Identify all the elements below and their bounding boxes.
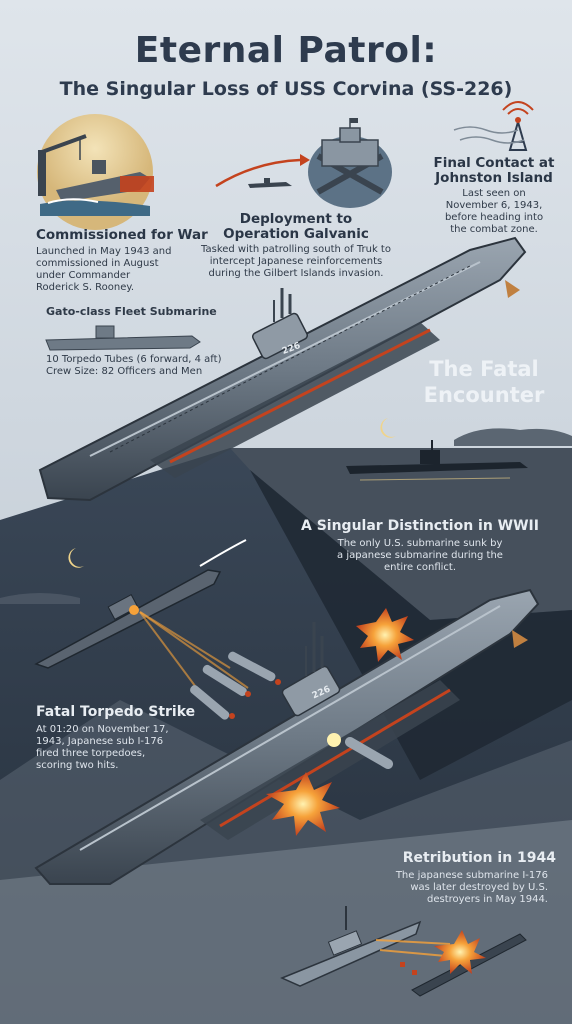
launch-submarine-tower — [92, 160, 106, 174]
crane-arm — [41, 134, 87, 154]
fortress-keep — [339, 127, 361, 143]
main-sub-conning-tower — [251, 312, 309, 360]
sinking-sub-hull — [34, 588, 540, 885]
retribution-scene — [280, 906, 527, 997]
launch-splash — [47, 198, 99, 204]
bottom-light-panel — [0, 820, 572, 1024]
distant-japanese-sub — [346, 440, 528, 481]
main-sub-red-trim — [169, 328, 431, 464]
attacker-hull — [34, 569, 222, 669]
sinking-submarine — [34, 588, 540, 885]
attacker-wake — [199, 539, 247, 567]
depth-charge-2 — [412, 970, 417, 975]
torpedo-3 — [190, 685, 230, 720]
night-horizon-band — [230, 448, 572, 620]
torpedo-1 — [228, 651, 276, 682]
small-submarine-icon — [248, 182, 292, 188]
us-destroyer-superstructure — [327, 930, 363, 956]
fortress-flag — [350, 118, 358, 123]
torpedo-2 — [202, 664, 247, 696]
dark-water-wedge — [250, 470, 572, 780]
page-subtitle: The Singular Loss of USS Corvina (SS-226… — [59, 78, 513, 100]
specs-heading: Gato-class Fleet Submarine — [46, 305, 217, 318]
main-submarine-cutaway — [38, 236, 527, 502]
final-contact-body: Last seen on November 6, 1943, before he… — [444, 188, 544, 235]
fatal-encounter-heading: The Fatal Encounter — [423, 357, 545, 407]
deployment-illustration — [215, 118, 392, 208]
radio-tower-icon — [453, 101, 534, 151]
explosion-stern — [266, 772, 340, 836]
retribution-heading: Retribution in 1944 — [402, 850, 556, 866]
torpedo-body: At 01:20 on November 17, 1943, Japanese … — [36, 724, 169, 771]
route-arrow-line — [215, 158, 301, 188]
small-submarine-tower — [264, 178, 270, 183]
main-sub-propeller — [505, 280, 520, 298]
night-island-silhouette — [454, 428, 572, 446]
retribution-explosion — [434, 930, 486, 974]
sinking-sub-red-trim — [219, 688, 451, 828]
torpedo-heading: Fatal Torpedo Strike — [36, 704, 196, 720]
page-title: Eternal Patrol: — [134, 30, 438, 71]
explosion-spark — [327, 733, 341, 747]
deployment-heading: Deployment to Operation Galvanic — [223, 211, 369, 242]
fortress-walls — [321, 139, 379, 167]
attacker-tower — [107, 594, 139, 620]
shipyard-illustration — [37, 114, 154, 230]
retribution-body: The japanese submarine I-176 was later d… — [395, 870, 548, 905]
us-destroyer-hull — [280, 920, 422, 987]
final-contact-heading: Final Contact at Johnston Island — [433, 155, 555, 186]
gato-silhouette-icon — [45, 325, 201, 351]
explosion-bow — [356, 608, 414, 662]
deployment-body: Tasked with patrolling south of Truk to … — [201, 244, 391, 279]
launch-water — [40, 200, 150, 216]
commissioned-heading: Commissioned for War — [36, 227, 208, 243]
depth-charge-trail-1 — [375, 939, 451, 945]
depth-charge-trail-2 — [379, 949, 447, 957]
distinction-heading: A Singular Distinction in WWII — [301, 518, 539, 534]
incoming-torpedo — [344, 737, 394, 769]
shipyard-building — [120, 176, 154, 192]
main-sub-hull — [38, 236, 527, 502]
crane-tower — [38, 150, 46, 196]
main-sub-railing — [109, 265, 471, 453]
distinction-body: The only U.S. submarine sunk by a japane… — [337, 538, 503, 573]
commissioned-body: Launched in May 1943 and commissioned in… — [36, 246, 172, 293]
attacking-submarine — [34, 539, 247, 669]
torpedo-trail-2 — [139, 611, 249, 689]
specs-body: 10 Torpedo Tubes (6 forward, 4 aft) Crew… — [46, 354, 222, 377]
depth-charge-1 — [400, 962, 405, 967]
left-cloud — [0, 593, 80, 604]
sinking-sub-propeller — [512, 630, 528, 648]
route-arrow-head — [300, 154, 310, 166]
torpedo-launch-flash — [129, 605, 139, 615]
sinking-sub-deck-line — [79, 605, 501, 851]
torpedo-group — [139, 611, 281, 720]
sinking-sub-conning-tower — [281, 665, 341, 717]
